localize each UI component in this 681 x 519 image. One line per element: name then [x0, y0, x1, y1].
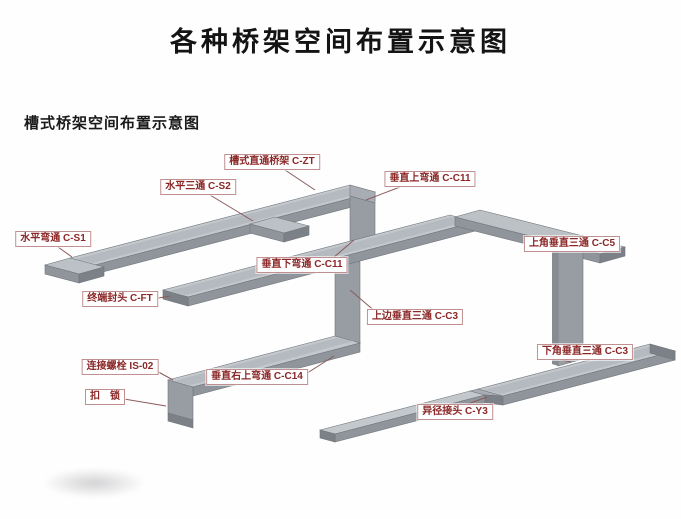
label-top-corner-vertical-tee: 上角垂直三通 C-C5 [523, 236, 621, 252]
label-connecting-bolt: 连接螺栓 IS-02 [81, 359, 159, 375]
label-bottom-corner-vertical-tee: 下角垂直三通 C-C3 [536, 344, 634, 360]
horizontal-bend-fitting [43, 257, 106, 284]
vertical-riser-c11 [349, 184, 376, 250]
label-horizontal-tee: 水平三通 C-S2 [160, 179, 236, 195]
upper-far-run [68, 184, 377, 275]
label-vertical-down-bend: 垂直下弯通 C-C11 [256, 257, 348, 273]
label-reducer: 异径接头 C-Y3 [417, 404, 493, 420]
section-subtitle: 槽式桥架空间布置示意图 [24, 115, 201, 132]
label-end-cap: 终端封头 C-FT [82, 291, 158, 307]
end-cap-fitting [162, 289, 189, 307]
label-horizontal-bend: 水平弯通 C-S1 [15, 231, 91, 247]
horizontal-tee-branch [248, 216, 311, 243]
watermark-smudge [42, 468, 146, 498]
label-top-side-vertical-tee: 上边垂直三通 C-C3 [366, 309, 464, 325]
page-title: 各种桥架空间布置示意图 [170, 27, 511, 57]
label-lock: 扣 锁 [85, 389, 125, 405]
label-vertical-right-up-bend: 垂直右上弯通 C-C14 [206, 369, 308, 385]
label-straight-tray: 槽式直通桥架 C-ZT [224, 154, 320, 170]
label-vertical-up-bend: 垂直上弯通 C-C11 [384, 171, 476, 187]
